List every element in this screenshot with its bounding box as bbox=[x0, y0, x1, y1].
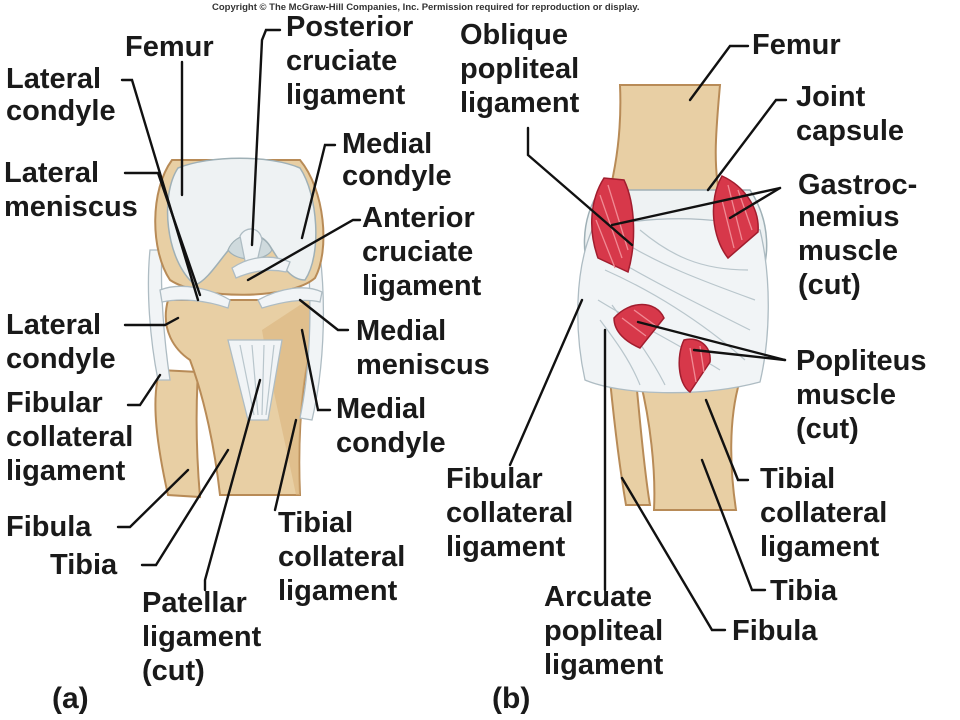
label-patellar-ligament: Patellar ligament (cut) bbox=[142, 587, 269, 687]
label-fibular-collateral-ligament-b: Fibular collateral ligament bbox=[446, 463, 581, 563]
label-tibial-collateral-ligament-a: Tibial collateral ligament bbox=[278, 507, 413, 607]
anterior-cruciate-ligament-a bbox=[231, 256, 291, 279]
popliteus-muscle-upper-b bbox=[613, 303, 665, 349]
label-oblique-popliteal-ligament: Oblique popliteal ligament bbox=[460, 19, 587, 119]
label-medial-condyle-femur: Medial condyle bbox=[342, 128, 452, 192]
label-arcuate-popliteal-ligament: Arcuate popliteal ligament bbox=[544, 581, 671, 681]
panel-a-illustration bbox=[147, 157, 325, 499]
label-joint-capsule: Joint capsule bbox=[796, 81, 904, 147]
label-tibia-b: Tibia bbox=[770, 575, 838, 607]
panel-a-letter: (a) bbox=[52, 682, 89, 715]
panel-b-leader-lines bbox=[508, 44, 788, 632]
label-femur-a: Femur bbox=[125, 31, 214, 63]
fibula-bone-b bbox=[608, 379, 652, 506]
panel-b-labels: Oblique popliteal ligament Femur Joint c… bbox=[446, 19, 935, 715]
fibula-bone-a bbox=[154, 368, 202, 499]
label-posterior-cruciate-ligament: Posterior cruciate ligament bbox=[286, 11, 421, 111]
popliteus-muscle-lower-b bbox=[678, 338, 711, 394]
fibular-collateral-ligament-a bbox=[147, 249, 171, 381]
medial-meniscus-a bbox=[257, 287, 323, 309]
label-popliteus-muscle: Popliteus muscle (cut) bbox=[796, 345, 935, 445]
copyright-notice: Copyright © The McGraw-Hill Companies, I… bbox=[212, 2, 640, 13]
label-medial-meniscus: Medial meniscus bbox=[356, 315, 490, 381]
label-lateral-condyle-tibia: Lateral condyle bbox=[6, 309, 116, 375]
label-anterior-cruciate-ligament: Anterior cruciate ligament bbox=[362, 202, 483, 302]
panel-a-leader-lines bbox=[116, 28, 362, 592]
label-fibula-b: Fibula bbox=[732, 615, 818, 647]
label-fibula-a: Fibula bbox=[6, 511, 92, 543]
tibia-bone-b bbox=[638, 379, 742, 511]
label-tibial-collateral-ligament-b: Tibial collateral ligament bbox=[760, 463, 895, 563]
label-gastrocnemius-muscle: Gastroc- nemius muscle (cut) bbox=[798, 169, 925, 301]
panel-b-illustration bbox=[577, 84, 769, 511]
label-tibia-a: Tibia bbox=[50, 549, 118, 581]
label-medial-condyle-tibia: Medial condyle bbox=[336, 393, 446, 459]
label-femur-b: Femur bbox=[752, 29, 841, 61]
panel-a-labels: Femur Posterior cruciate ligament Latera… bbox=[4, 11, 490, 715]
label-fibular-collateral-ligament-a: Fibular collateral ligament bbox=[6, 387, 141, 487]
lateral-meniscus-a bbox=[159, 285, 231, 309]
label-lateral-meniscus: Lateral meniscus bbox=[4, 157, 138, 223]
panel-b-letter: (b) bbox=[492, 682, 530, 715]
label-lateral-condyle-femur: Lateral condyle bbox=[6, 63, 116, 127]
